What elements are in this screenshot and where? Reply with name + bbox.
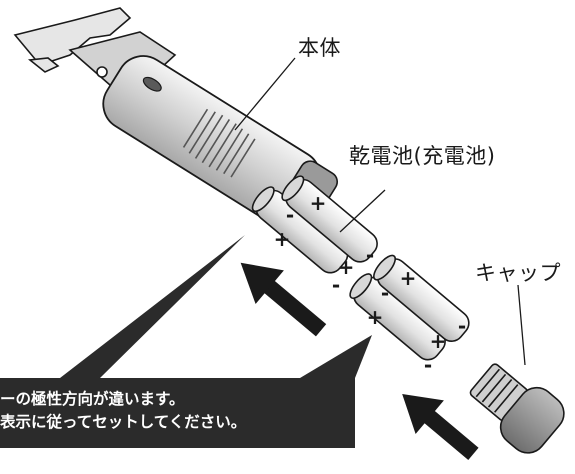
polarity-mark: + [430, 329, 447, 353]
battery-2 [281, 175, 378, 263]
callout-text: ーの極性方向が違います。 表示に従ってセットしてください。 [0, 388, 246, 434]
direction-arrows [240, 262, 479, 460]
polarity-mark: - [286, 203, 294, 227]
polarity-mark: - [366, 243, 374, 267]
polarity-mark: + [338, 255, 355, 279]
switch-icon [142, 76, 162, 92]
arrow-up-left-icon [402, 394, 479, 460]
battery-3 [349, 273, 446, 361]
polarity-marks: - + + - + - + - + - + - [274, 191, 467, 377]
polarity-mark: - [332, 273, 340, 297]
label-body: 本体 [298, 36, 341, 60]
callout-line-2: 表示に従ってセットしてください。 [0, 413, 247, 431]
battery-4 [373, 254, 470, 342]
polarity-mark: - [458, 314, 466, 338]
label-cap: キャップ [475, 261, 561, 285]
arrow-up-left-icon [240, 262, 327, 337]
callout-bubble [0, 235, 372, 448]
battery-set [251, 175, 470, 361]
callout-line-1: ーの極性方向が違います。 [0, 390, 185, 408]
cap [469, 363, 565, 454]
polarity-mark: + [274, 227, 291, 251]
polarity-mark: - [381, 281, 389, 305]
label-batteries: 乾電池(充電池) [349, 144, 496, 168]
polarity-mark: + [367, 305, 384, 329]
leader-lines [234, 57, 526, 366]
polarity-mark: - [424, 353, 432, 377]
polarity-mark: + [310, 191, 327, 215]
polarity-mark: + [400, 266, 417, 290]
